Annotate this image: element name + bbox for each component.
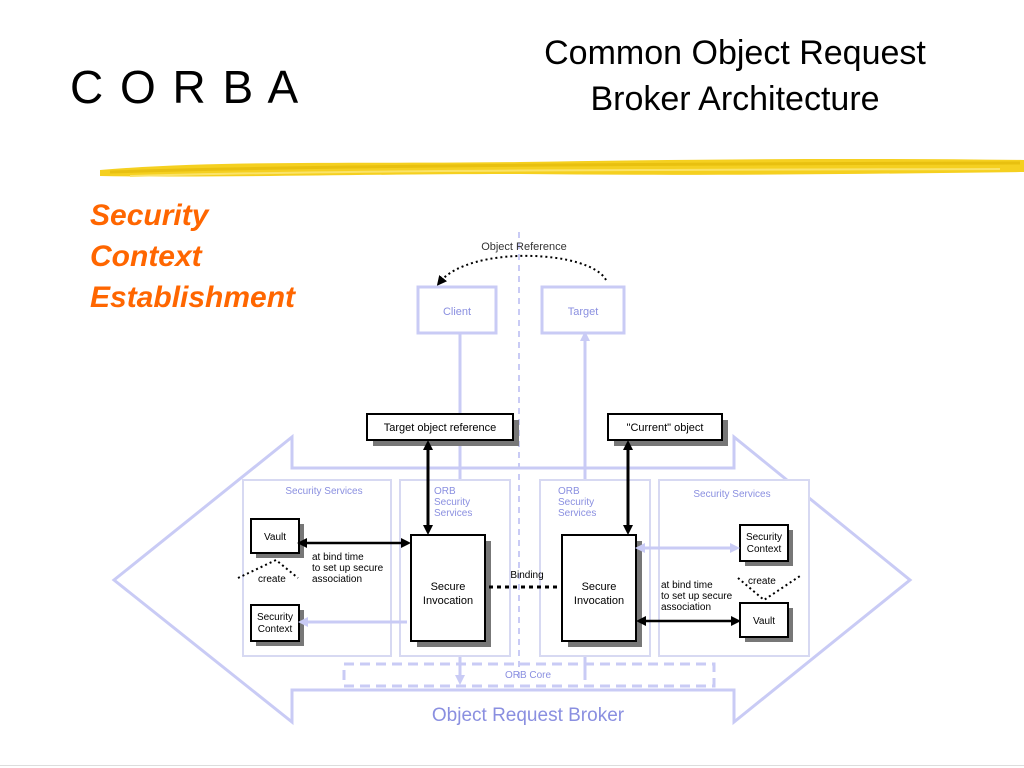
target-object-reference-label: Target object reference: [384, 422, 497, 434]
section-heading: Security Context Establishment: [90, 195, 295, 318]
left-security-context-line-2: Context: [258, 624, 293, 635]
right-create-label: create: [748, 576, 776, 587]
right-secure-invocation-line-2: Invocation: [574, 595, 624, 607]
subtitle-line-1: Common Object Request: [544, 34, 926, 72]
left-vault-box: [250, 518, 300, 554]
object-reference-label: Object Reference: [481, 241, 567, 253]
right-security-context-line-1: Security: [746, 532, 782, 543]
slide-subtitle: Common Object Request Broker Architectur…: [480, 30, 990, 122]
orb-core-box: [342, 662, 716, 688]
right-bind-note-line-1: at bind time: [661, 580, 713, 591]
left-orb-security-line-2: Security: [434, 497, 470, 508]
subtitle-line-2: Broker Architecture: [590, 80, 880, 118]
highlighter-stroke: [100, 158, 1024, 177]
left-secure-invocation-box: [410, 534, 486, 642]
left-secure-invocation-line-1: Secure: [431, 581, 466, 593]
right-orb-security-line-1: ORB: [558, 486, 580, 497]
orb-arrow-outline: [111, 433, 913, 726]
current-object-box: [607, 413, 723, 441]
left-orb-security-line-3: Services: [434, 508, 472, 519]
right-security-services-label: Security Services: [693, 489, 770, 500]
right-orb-security-line-3: Services: [558, 508, 596, 519]
right-security-context-box: [739, 524, 789, 562]
target-box: [540, 285, 626, 335]
right-bind-note-line-2: to set up secure: [661, 591, 733, 602]
left-bind-note-line-2: to set up secure: [312, 563, 384, 574]
right-secure-invocation-line-1: Secure: [582, 581, 617, 593]
left-bind-note-line-1: at bind time: [312, 552, 364, 563]
right-vault-label: Vault: [753, 616, 775, 627]
section-line-2: Context: [90, 240, 202, 273]
left-security-services-label: Security Services: [285, 486, 362, 497]
orb-core-label: ORB Core: [505, 670, 552, 681]
right-vault-box: [739, 602, 789, 638]
client-label: Client: [443, 306, 471, 318]
right-create-dotted: [737, 575, 801, 602]
section-line-3: Establishment: [90, 281, 296, 314]
left-orb-security-line-1: ORB: [434, 486, 456, 497]
target-label: Target: [568, 306, 599, 318]
target-object-reference-box: [366, 413, 514, 441]
client-box: [416, 285, 498, 335]
left-create-dotted: [237, 558, 299, 579]
right-security-context-line-2: Context: [747, 544, 782, 555]
left-create-label: create: [258, 574, 286, 585]
left-vault-label: Vault: [264, 532, 286, 543]
left-secure-invocation-line-2: Invocation: [423, 595, 473, 607]
object-request-broker-label: Object Request Broker: [432, 705, 625, 726]
binding-label: Binding: [510, 570, 543, 581]
right-bind-note-line-3: association: [661, 602, 711, 613]
left-security-context-box: [250, 604, 300, 642]
right-orb-security-line-2: Security: [558, 497, 594, 508]
object-reference-arrow: [436, 254, 607, 286]
left-security-context-line-1: Security: [257, 612, 293, 623]
current-object-label: "Current" object: [627, 422, 704, 434]
right-secure-invocation-box: [561, 534, 637, 642]
slide-title: C O R B A: [70, 61, 301, 113]
section-line-1: Security: [90, 199, 209, 232]
footer-divider: [0, 765, 1024, 766]
left-bind-note-line-3: association: [312, 574, 362, 585]
